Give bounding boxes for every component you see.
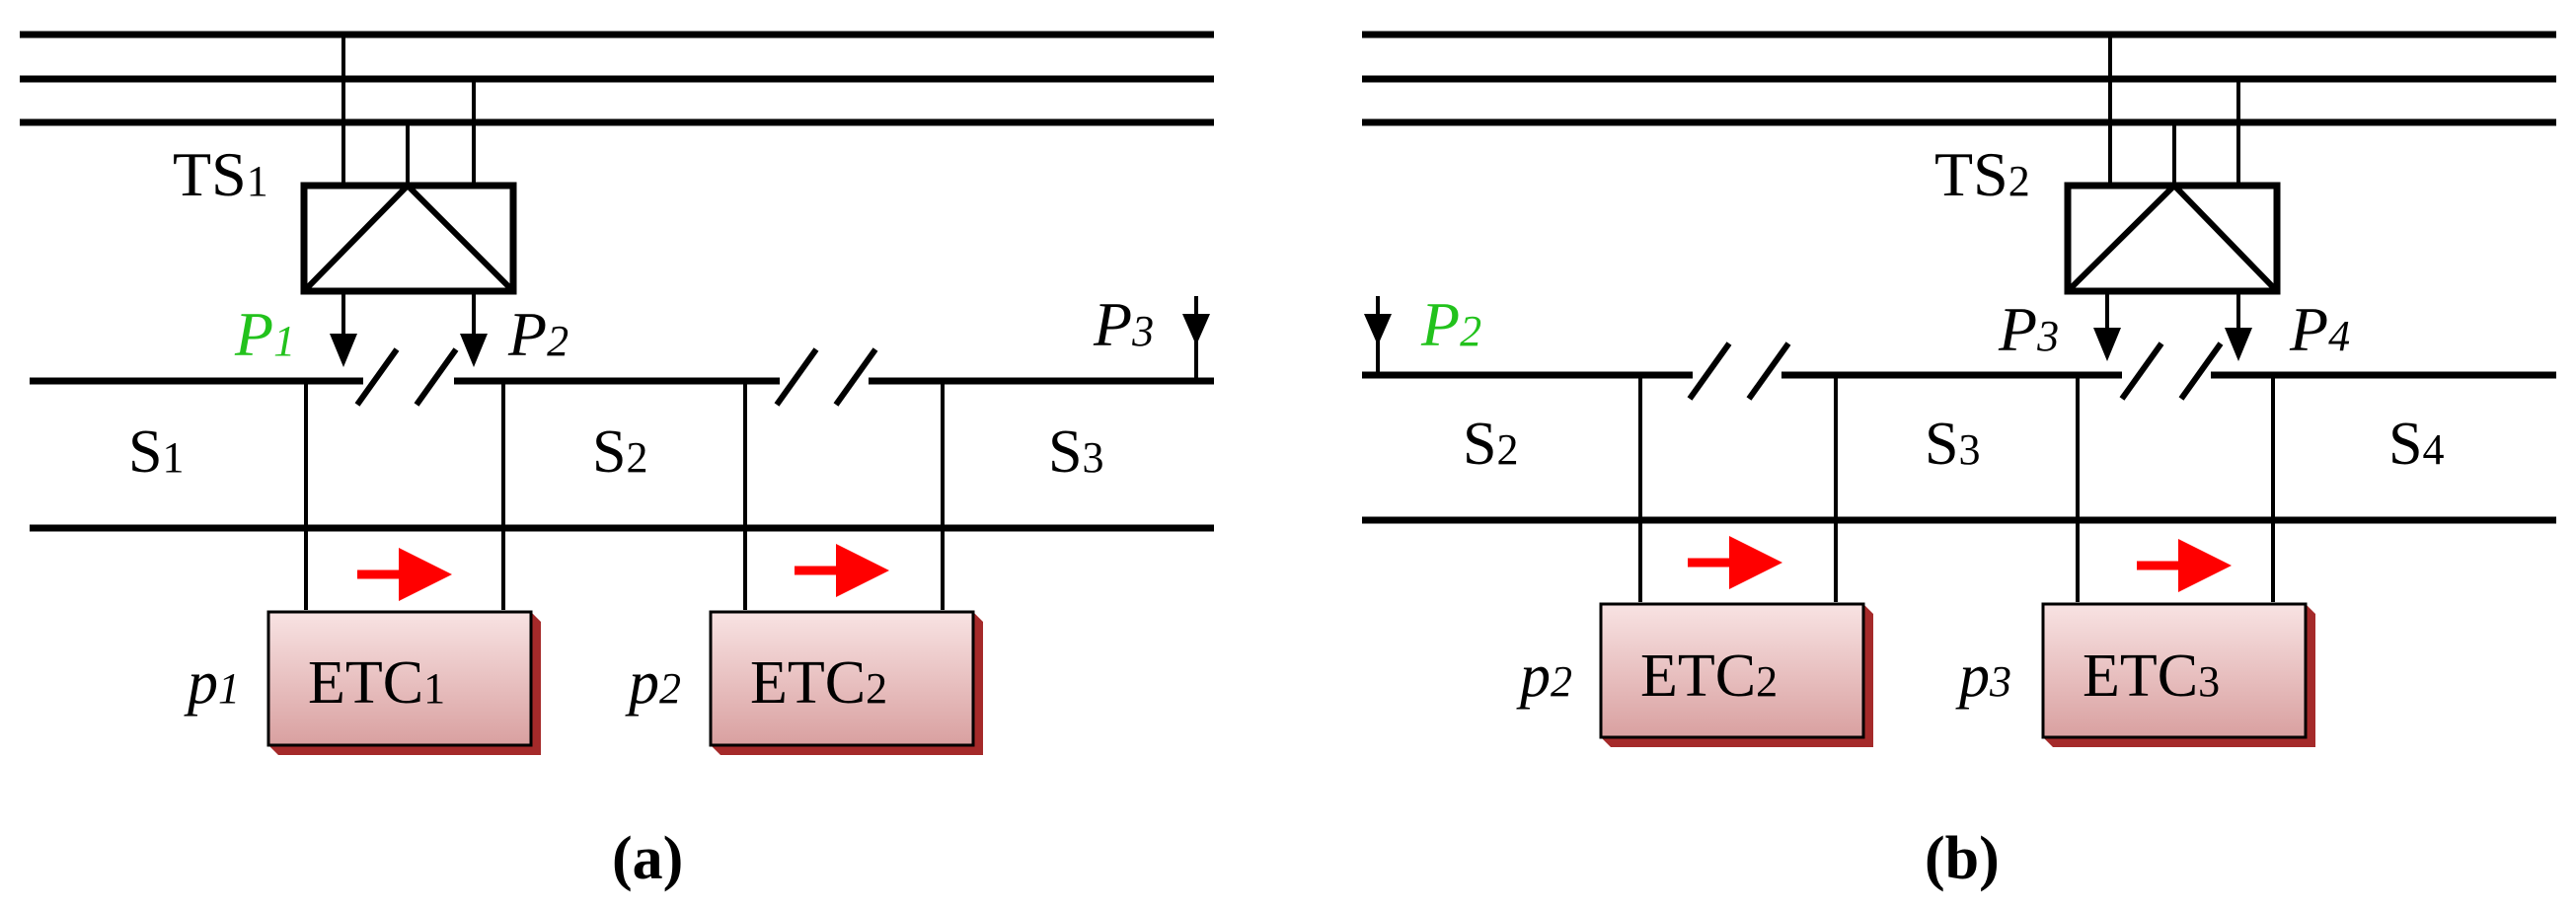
s2-label-b: S2 — [1463, 411, 1518, 478]
panel-b: TS2 P2 P3 — [1362, 31, 2556, 892]
panel-a: TS1 P1 — [20, 31, 1214, 892]
etc2-label: ETC2 — [750, 649, 887, 717]
p2-lower-label: p2 — [625, 649, 681, 717]
p2-green-label: P2 — [1420, 289, 1481, 359]
etc2-box — [709, 610, 983, 755]
caption-b: (b) — [1925, 825, 2000, 892]
p3-label: P3 — [1093, 289, 1154, 359]
etc1-box — [266, 610, 541, 755]
traction-substation-ts2 — [2064, 182, 2281, 295]
etc3-box — [2041, 602, 2315, 747]
etc2-box-b — [1599, 602, 1873, 747]
p2-lower-label-b: p2 — [1516, 643, 1572, 710]
ts2-label: TS2 — [1934, 139, 2030, 209]
s3-label-b: S3 — [1925, 411, 1980, 478]
ts1-label: TS1 — [173, 139, 268, 209]
s1-label: S1 — [128, 418, 184, 486]
s3-label: S3 — [1048, 418, 1103, 486]
caption-a: (a) — [612, 825, 683, 892]
p1-green-label: P1 — [234, 299, 295, 369]
s2-label: S2 — [592, 418, 647, 486]
etc3-label: ETC3 — [2083, 643, 2220, 710]
p4-label: P4 — [2289, 294, 2350, 364]
traction-substation-ts1 — [300, 182, 517, 295]
etc1-label: ETC1 — [308, 649, 445, 717]
p3-label-b: P3 — [1998, 294, 2059, 364]
p2-label: P2 — [507, 299, 568, 369]
p3-lower-label: p3 — [1955, 643, 2011, 710]
p1-lower-label: p1 — [184, 649, 240, 717]
etc2-label-b: ETC2 — [1640, 643, 1778, 710]
s4-label: S4 — [2388, 411, 2444, 478]
